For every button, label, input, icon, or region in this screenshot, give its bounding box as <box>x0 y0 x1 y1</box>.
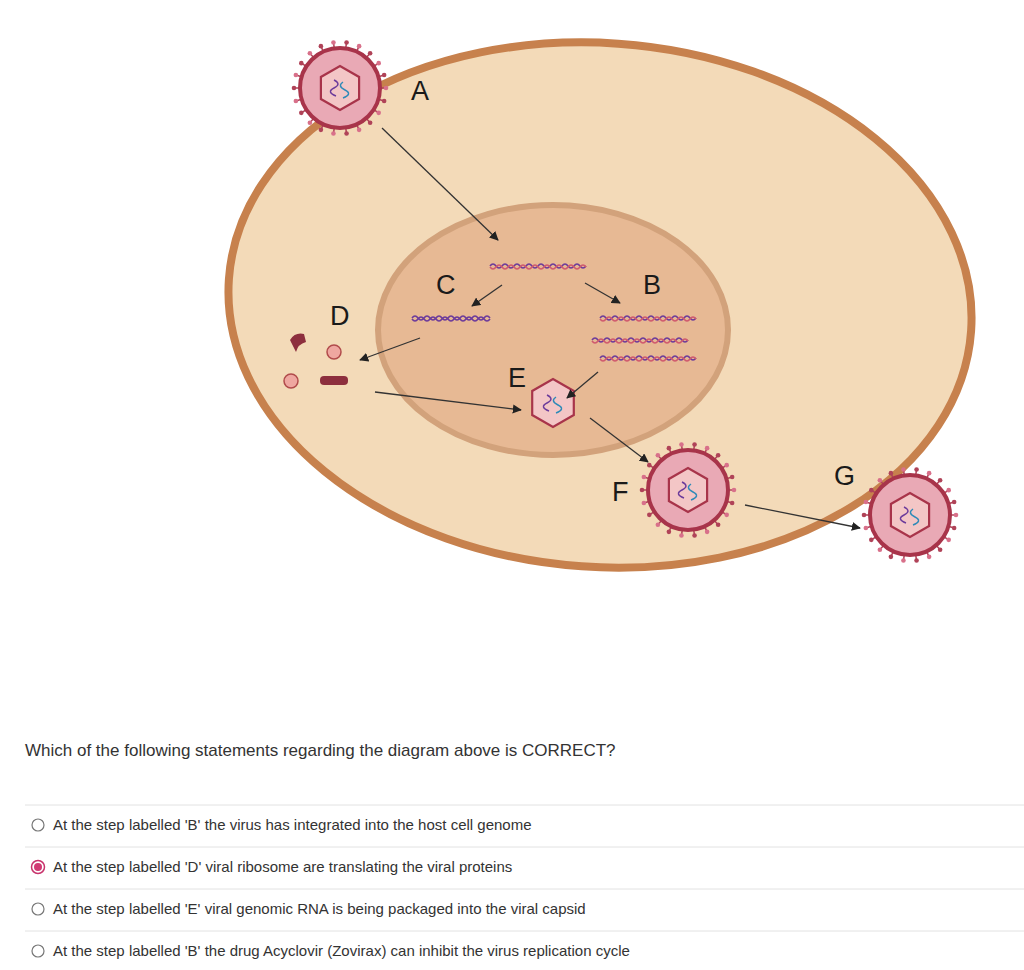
answer-option: At the step labelled 'E' viral genomic R… <box>53 900 586 917</box>
step-letter: F <box>612 479 629 506</box>
nucleic-acid-strand <box>600 316 696 321</box>
radio-buttons <box>32 819 45 957</box>
assembled-capsid <box>532 379 574 427</box>
answer-option: At the step labelled 'D' viral ribosome … <box>53 858 512 875</box>
answer-option: At the step labelled 'B' the drug Acyclo… <box>53 942 630 959</box>
nucleus <box>378 205 728 455</box>
step-letter: B <box>643 272 661 299</box>
nucleic-acid-strand <box>412 316 490 321</box>
nucleic-acid-strand <box>592 338 688 343</box>
question-text: Which of the following statements regard… <box>25 741 616 761</box>
virus-particle <box>862 467 959 563</box>
nucleic-acid-strand <box>490 264 586 269</box>
step-letter: E <box>508 365 526 392</box>
nucleic-acid-strand <box>600 356 696 361</box>
answer-option: At the step labelled 'B' the virus has i… <box>53 816 532 833</box>
process-arrows <box>360 128 860 528</box>
step-letter: D <box>330 303 350 330</box>
viral-proteins <box>284 334 348 388</box>
virus-particle <box>640 442 737 538</box>
host-cell <box>211 18 990 593</box>
virus-particle <box>292 40 389 136</box>
step-letter: A <box>411 78 429 105</box>
option-separators <box>25 805 1024 931</box>
step-letter: G <box>834 463 855 490</box>
step-letter: C <box>436 272 456 299</box>
